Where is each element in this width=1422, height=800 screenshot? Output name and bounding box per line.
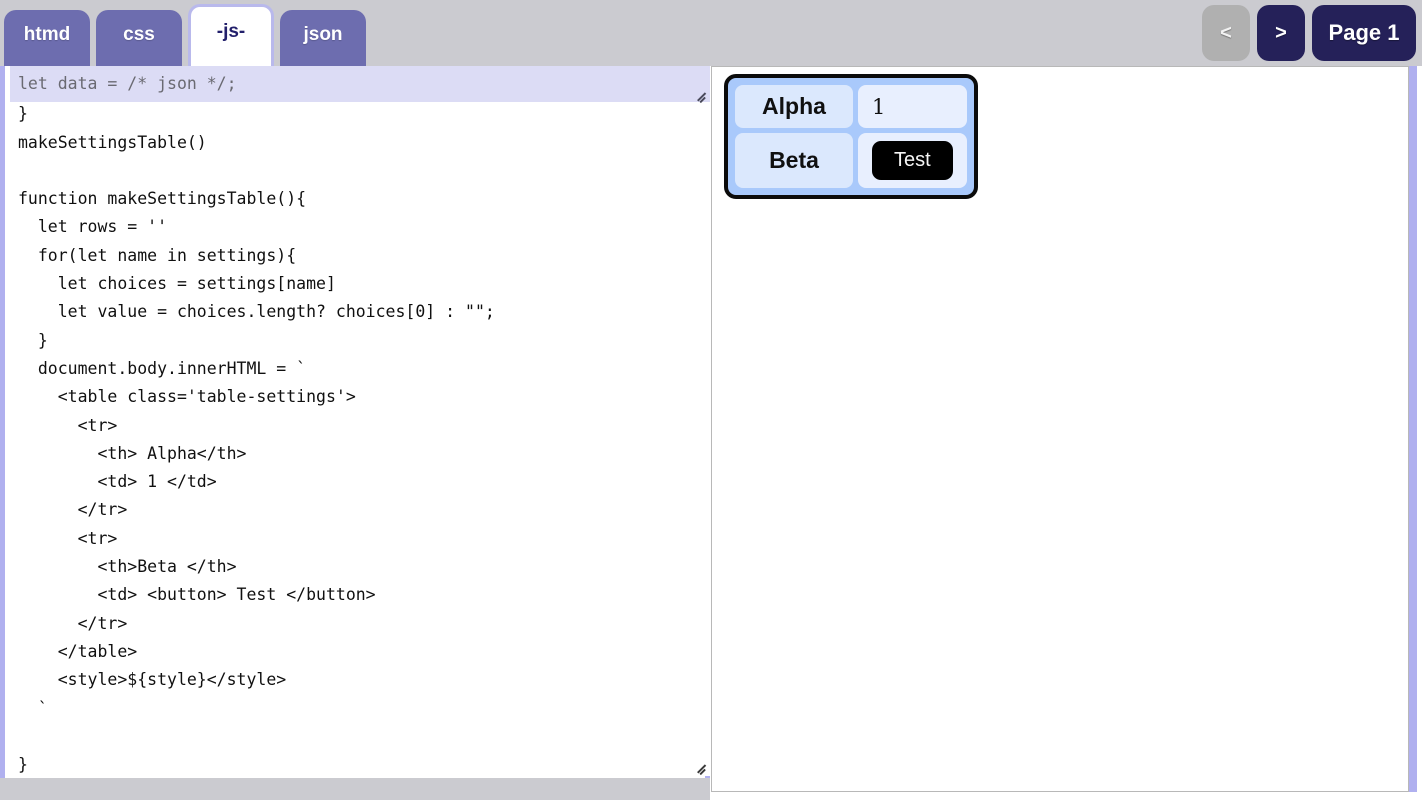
- setting-name-alpha: Alpha: [735, 85, 853, 128]
- page-indicator-button[interactable]: Page 1: [1312, 5, 1416, 61]
- table-row: Beta Test: [735, 133, 967, 188]
- code-editor-pane: [0, 66, 710, 778]
- next-page-button[interactable]: >: [1257, 5, 1305, 61]
- json-textarea-resize-handle[interactable]: [695, 88, 709, 102]
- test-button[interactable]: Test: [872, 141, 953, 180]
- editor-bottom-strip: [0, 778, 710, 800]
- workspace: Alpha 1 Beta Test: [0, 66, 1422, 800]
- tab-strip: htmd css -js- json: [4, 4, 366, 66]
- top-bar: htmd css -js- json < > Page 1: [0, 0, 1422, 66]
- preview-pane: Alpha 1 Beta Test: [711, 66, 1409, 792]
- tab-css-label: css: [123, 24, 155, 45]
- next-page-label: >: [1275, 21, 1287, 44]
- tab-json[interactable]: json: [280, 10, 366, 66]
- json-data-textarea[interactable]: [10, 66, 710, 102]
- right-rail: [1409, 66, 1417, 792]
- tab-json-label: json: [303, 24, 343, 45]
- prev-page-label: <: [1220, 21, 1232, 44]
- prev-page-button[interactable]: <: [1202, 5, 1250, 61]
- tab-htmd-label: htmd: [23, 24, 71, 45]
- setting-name-beta: Beta: [735, 133, 853, 188]
- setting-value-alpha: 1: [858, 85, 967, 128]
- js-code-textarea[interactable]: [10, 66, 710, 776]
- page-indicator-label: Page 1: [1328, 20, 1400, 45]
- tab-js[interactable]: -js-: [188, 4, 274, 66]
- code-textarea-resize-handle[interactable]: [695, 760, 709, 774]
- setting-value-beta: Test: [858, 133, 967, 188]
- settings-table: Alpha 1 Beta Test: [724, 74, 978, 199]
- pager-controls: < > Page 1: [1202, 5, 1416, 61]
- tab-js-label: -js-: [216, 20, 246, 42]
- table-row: Alpha 1: [735, 85, 967, 128]
- tab-css[interactable]: css: [96, 10, 182, 66]
- tab-htmd[interactable]: htmd: [4, 10, 90, 66]
